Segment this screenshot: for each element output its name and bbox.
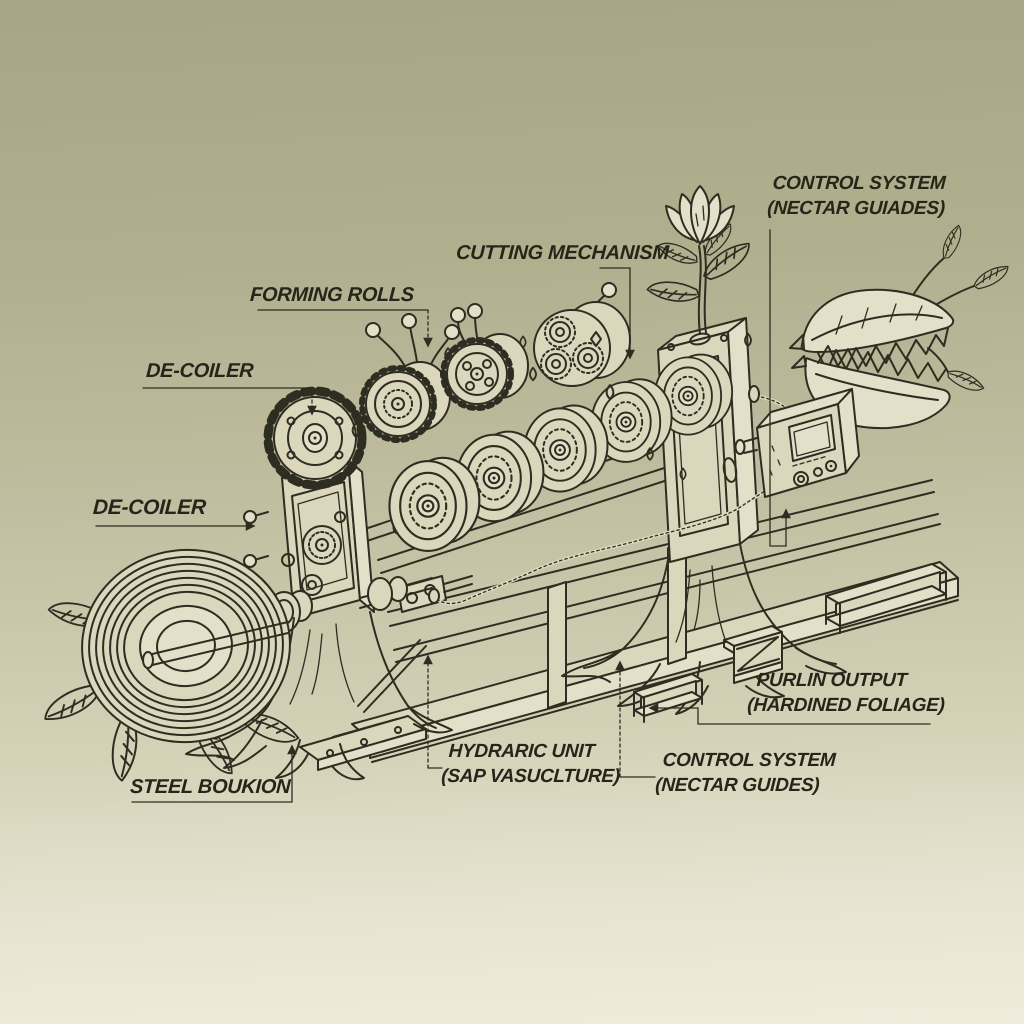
label-control-system-top: CONTROL SYSTEM (NECTAR GUIADES) xyxy=(767,171,947,221)
gear-snail-2 xyxy=(440,303,529,411)
purlin-ibeam-long xyxy=(825,563,947,634)
label-steel-boukion: STEEL BOUKION xyxy=(129,775,291,800)
label-text: CUTTING MECHANISM xyxy=(455,242,670,264)
gear-snail-1 xyxy=(359,313,460,443)
label-text: DE-COILER xyxy=(145,360,254,382)
label-de-coiler-left: DE-COILER xyxy=(92,495,206,520)
label-line1: CONTROL SYSTEM xyxy=(662,750,837,771)
venus-flytrap xyxy=(789,224,1012,430)
steel-coil xyxy=(40,548,301,783)
label-control-system-bottom: CONTROL SYSTEM (NECTAR GUIDES) xyxy=(655,748,837,798)
label-line2: (SAP VASUCLTURE) xyxy=(440,766,621,787)
label-hydraric-unit: HYDRARIC UNIT (SAP VASUCLTURE) xyxy=(441,739,622,789)
flower-on-stand xyxy=(645,185,757,335)
label-line2: (NECTAR GUIADES) xyxy=(766,198,946,219)
gear-cluster-cutting xyxy=(533,282,631,387)
right-trunk-roots xyxy=(561,457,847,715)
leader-lines xyxy=(95,229,931,803)
purlin-zsection xyxy=(723,625,783,684)
spur-gear xyxy=(263,386,367,490)
label-text: DE-COILER xyxy=(92,496,207,519)
label-text: STEEL BOUKION xyxy=(129,776,291,798)
label-line2: (HARDINED FOLIAGE) xyxy=(746,695,946,716)
label-purlin-output: PURLIN OUTPUT (HARDINED FOLIAGE) xyxy=(747,668,947,718)
label-text: FORMING ROLLS xyxy=(249,284,415,306)
label-line1: PURLIN OUTPUT xyxy=(756,670,908,691)
label-line1: CONTROL SYSTEM xyxy=(772,173,947,194)
control-panel xyxy=(734,388,860,498)
forming-rolls-assembly xyxy=(388,353,734,553)
label-forming-rolls: FORMING ROLLS xyxy=(249,283,414,308)
label-cutting-mechanism: CUTTING MECHANISM xyxy=(455,241,669,266)
label-line2: (NECTAR GUIDES) xyxy=(654,775,820,796)
leader-purlin xyxy=(697,707,931,725)
label-line1: HYDRARIC UNIT xyxy=(448,741,596,762)
leader-control-top xyxy=(769,229,787,547)
label-de-coiler-top: DE-COILER xyxy=(145,359,254,384)
